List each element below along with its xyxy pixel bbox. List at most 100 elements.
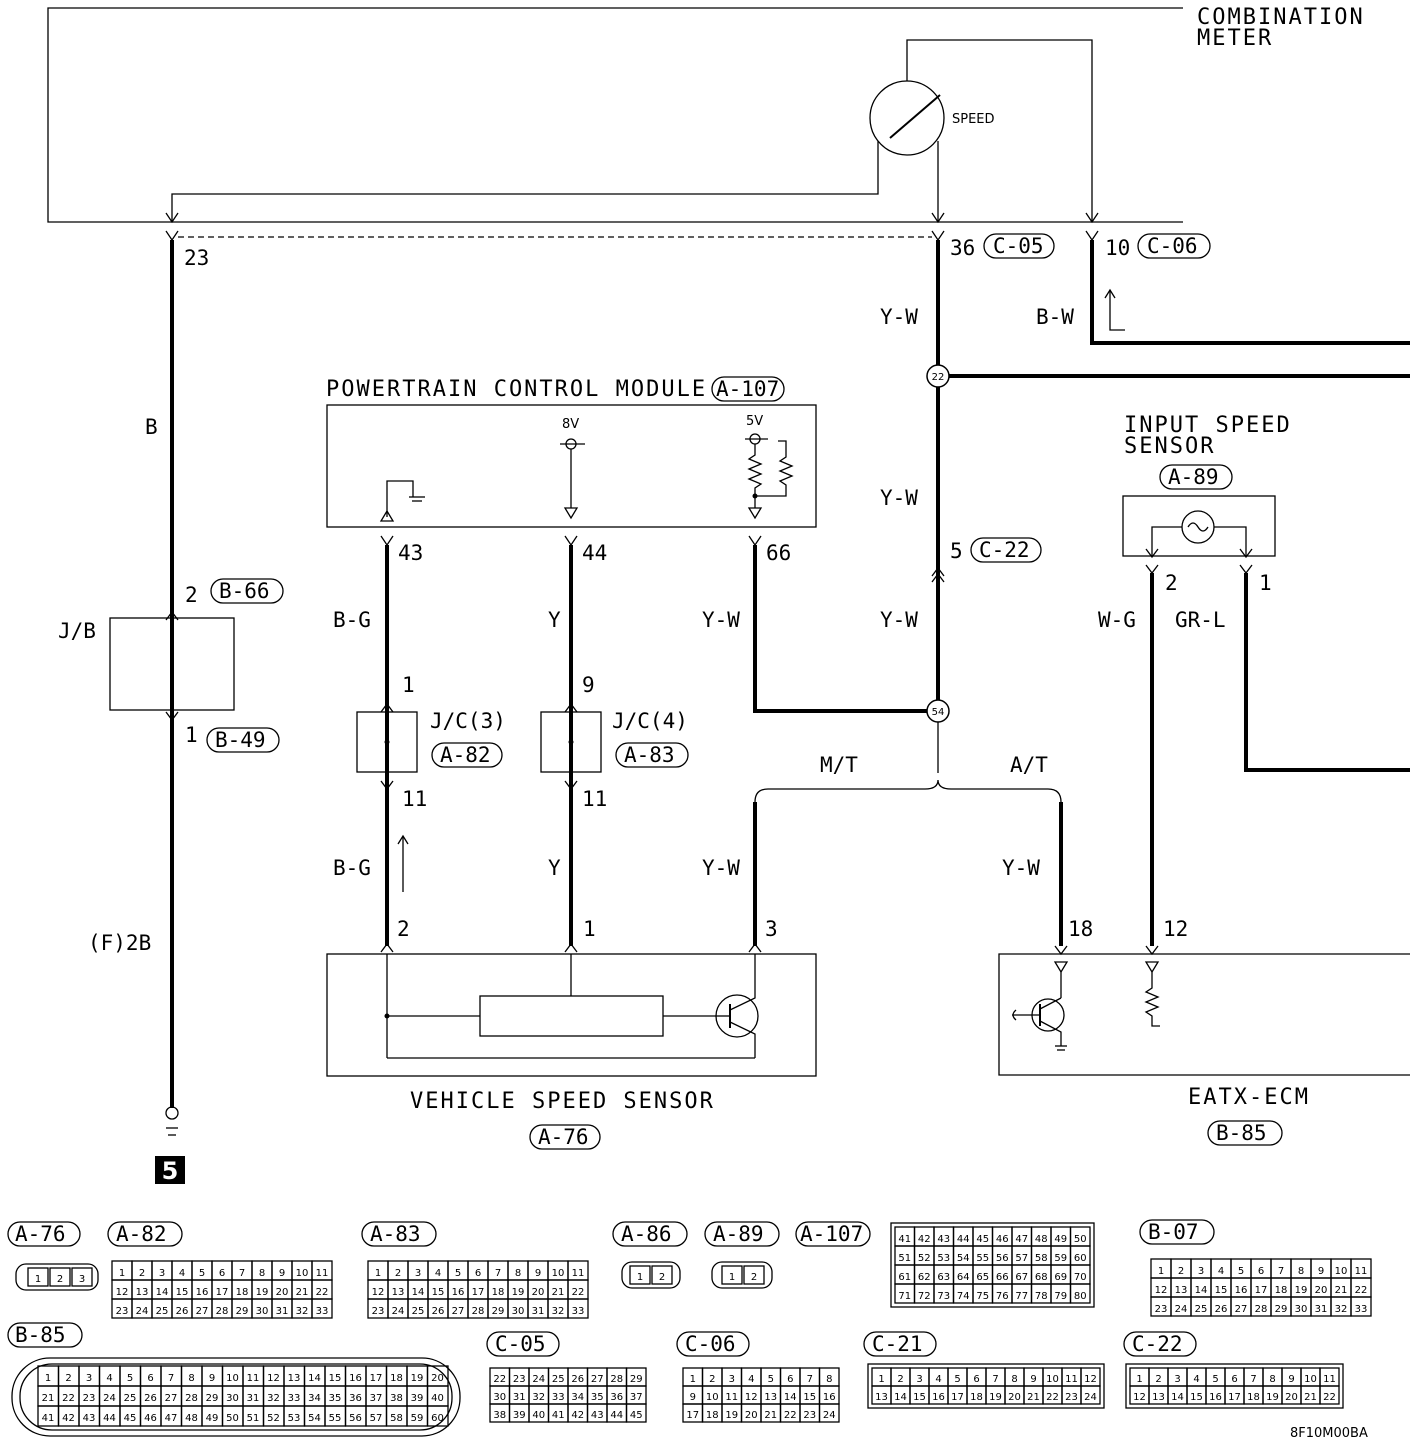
svg-text:56: 56 [996,1253,1009,1264]
wire-color-y-2: Y [548,856,561,880]
vss-label: VEHICLE SPEED SENSOR [410,1089,715,1114]
svg-text:3: 3 [159,1268,165,1279]
svg-text:6: 6 [973,1374,979,1385]
svg-text:2: 2 [65,1373,71,1384]
svg-text:8: 8 [1269,1374,1275,1385]
svg-text:14: 14 [1171,1392,1184,1403]
eatx-label: EATX-ECM [1188,1085,1310,1110]
svg-text:67: 67 [1015,1272,1028,1283]
svg-text:45: 45 [124,1413,137,1424]
svg-text:37: 37 [630,1392,643,1403]
jc3-code: A-82 [440,743,491,767]
svg-text:10: 10 [706,1392,719,1403]
svg-text:9: 9 [1288,1374,1294,1385]
svg-text:12: 12 [267,1373,280,1384]
wire-color-yw-66: Y-W [702,608,740,632]
pin-12: 12 [1163,917,1188,941]
svg-text:79: 79 [1054,1291,1067,1302]
svg-text:45: 45 [976,1234,989,1245]
svg-text:48: 48 [1035,1234,1048,1245]
svg-text:60: 60 [1074,1253,1087,1264]
svg-text:9: 9 [279,1268,285,1279]
svg-text:31: 31 [532,1306,545,1317]
svg-text:24: 24 [136,1306,149,1317]
cv-b07: B-07 [1148,1220,1199,1244]
jc4-label: J/C(4) [612,709,688,733]
svg-text:44: 44 [610,1410,623,1421]
svg-text:28: 28 [1255,1304,1268,1315]
svg-text:6: 6 [147,1373,153,1384]
svg-text:28: 28 [610,1374,623,1385]
wire-color-b: B [145,415,158,439]
wire-color-bw: B-W [1036,305,1074,329]
svg-text:69: 69 [1054,1272,1067,1283]
svg-text:78: 78 [1035,1291,1048,1302]
svg-text:7: 7 [168,1373,174,1384]
svg-text:38: 38 [390,1393,403,1404]
svg-text:12: 12 [372,1287,385,1298]
svg-text:24: 24 [392,1306,405,1317]
svg-text:51: 51 [898,1253,911,1264]
pin-3-vss: 3 [765,917,778,941]
svg-text:16: 16 [452,1287,465,1298]
svg-text:25: 25 [552,1374,565,1385]
svg-text:6: 6 [475,1268,481,1279]
svg-text:23: 23 [803,1410,816,1421]
svg-text:56: 56 [349,1413,362,1424]
voltage-8v: 8V [562,417,579,432]
svg-text:40: 40 [431,1393,444,1404]
svg-text:11: 11 [725,1392,738,1403]
wire-color-y-1: Y [548,608,561,632]
svg-text:22: 22 [316,1287,329,1298]
ground-number: 5 [162,1157,179,1185]
svg-text:12: 12 [1133,1392,1146,1403]
vss-sensor-element [479,995,664,1037]
svg-text:58: 58 [390,1413,403,1424]
svg-text:1: 1 [1136,1374,1142,1385]
svg-text:49: 49 [1054,1234,1067,1245]
svg-text:26: 26 [144,1393,157,1404]
svg-text:68: 68 [1035,1272,1048,1283]
svg-text:3: 3 [86,1373,92,1384]
svg-text:29: 29 [1275,1304,1288,1315]
svg-text:55: 55 [329,1413,342,1424]
svg-text:7: 7 [495,1268,501,1279]
svg-text:3: 3 [1198,1266,1204,1277]
svg-text:2: 2 [1178,1266,1184,1277]
svg-text:12: 12 [1155,1285,1168,1296]
svg-text:33: 33 [288,1393,301,1404]
svg-text:31: 31 [1315,1304,1328,1315]
svg-text:29: 29 [206,1393,219,1404]
svg-text:34: 34 [308,1393,321,1404]
svg-text:59: 59 [1054,1253,1067,1264]
svg-text:37: 37 [370,1393,383,1404]
cv-c06: C-06 [685,1332,736,1356]
svg-text:9: 9 [209,1373,215,1384]
cv-b85: B-85 [15,1323,66,1347]
svg-text:76: 76 [996,1291,1009,1302]
svg-text:20: 20 [1315,1285,1328,1296]
svg-text:1: 1 [878,1374,884,1385]
svg-text:58: 58 [1035,1253,1048,1264]
wire-grl [1244,573,1410,772]
svg-text:60: 60 [431,1413,444,1424]
svg-text:11: 11 [1355,1266,1368,1277]
pcm-box [326,404,817,528]
svg-text:33: 33 [572,1306,585,1317]
svg-text:11: 11 [1065,1374,1078,1385]
pin-9-jc4: 9 [582,673,595,697]
cv-c05: C-05 [495,1332,546,1356]
wire-yw-66 [753,545,927,713]
svg-text:15: 15 [803,1392,816,1403]
svg-text:52: 52 [918,1253,931,1264]
svg-text:7: 7 [807,1374,813,1385]
svg-text:2: 2 [751,1272,757,1283]
cv-a83: A-83 [370,1222,421,1246]
svg-text:32: 32 [552,1306,565,1317]
svg-text:14: 14 [784,1392,797,1403]
svg-text:11: 11 [247,1373,260,1384]
svg-text:6: 6 [219,1268,225,1279]
svg-text:10: 10 [226,1373,239,1384]
svg-text:57: 57 [370,1413,383,1424]
